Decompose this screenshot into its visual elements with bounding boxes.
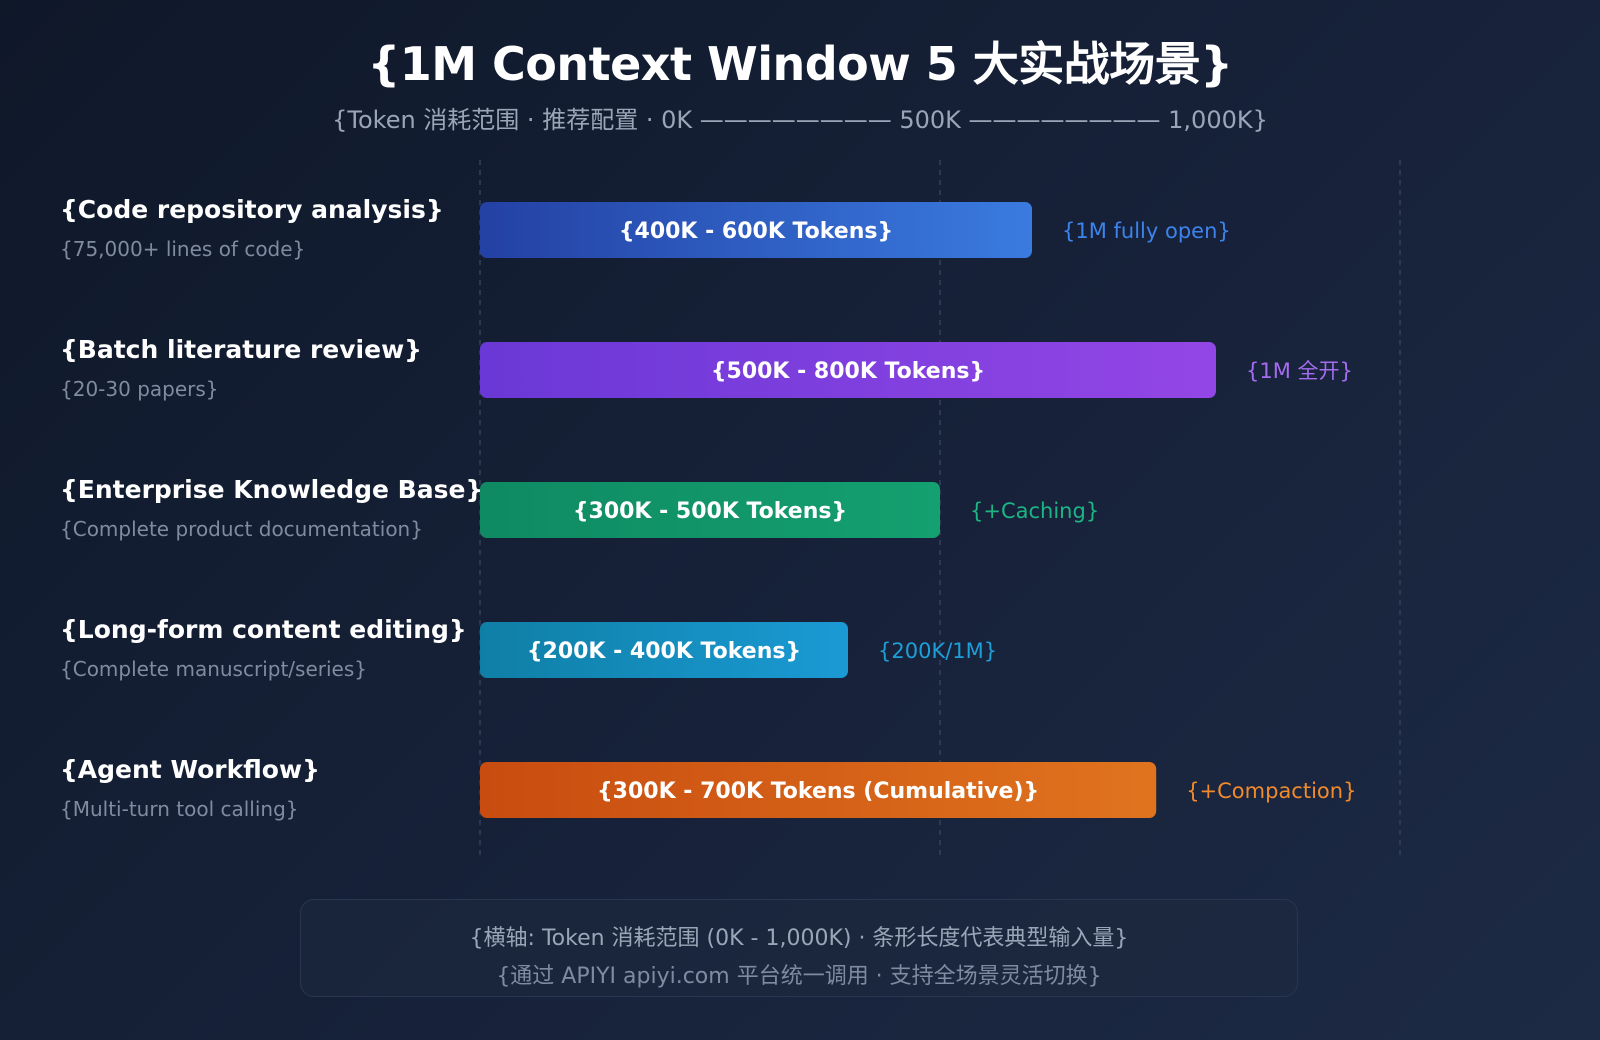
- row-subtitle: {Complete manuscript/series}: [60, 657, 367, 681]
- bar: [480, 482, 940, 538]
- bar-label: {500K - 800K Tokens}: [711, 359, 985, 384]
- bar: [480, 762, 1157, 818]
- footnote-platform-note: {通过 APIYI apiyi.com 平台统一调用 · 支持全场景灵活切换}: [496, 964, 1102, 989]
- row-subtitle: {Complete product documentation}: [60, 517, 423, 541]
- row-title: {Agent Workflow}: [60, 755, 320, 784]
- bar-label: {300K - 500K Tokens}: [573, 499, 847, 524]
- row-title: {Long-form content editing}: [60, 615, 467, 644]
- bar-label: {400K - 600K Tokens}: [619, 219, 893, 244]
- bar: [480, 622, 848, 678]
- bar: [480, 342, 1216, 398]
- row-subtitle: {20-30 papers}: [60, 377, 219, 401]
- row-subtitle: {Multi-turn tool calling}: [60, 797, 299, 821]
- bar-label: {200K - 400K Tokens}: [527, 639, 801, 664]
- bar-tag: {+Compaction}: [1186, 779, 1356, 803]
- bar-tag: {1M 全开}: [1246, 359, 1353, 383]
- row-title: {Enterprise Knowledge Base}: [60, 475, 483, 504]
- bar-chart: {Code repository analysis} {75,000+ lines…: [60, 160, 1401, 860]
- bar-label: {300K - 700K Tokens (Cumulative)}: [597, 779, 1039, 804]
- row-title: {Code repository analysis}: [60, 195, 444, 224]
- row-subtitle: {75,000+ lines of code}: [60, 237, 305, 261]
- chart-title: {1M Context Window 5 大实战场景}: [367, 37, 1233, 91]
- row-title: {Batch literature review}: [60, 335, 422, 364]
- bar: [480, 202, 1032, 258]
- bar-tag: {+Caching}: [970, 499, 1099, 523]
- bar-tag: {1M fully open}: [1062, 219, 1231, 243]
- chart-subtitle: {Token 消耗范围 · 推荐配置 · 0K ———————— 500K ——…: [332, 106, 1268, 134]
- footnote-axis-description: {横轴: Token 消耗范围 (0K - 1,000K) · 条形长度代表典型…: [469, 926, 1129, 951]
- chart-footnote: {横轴: Token 消耗范围 (0K - 1,000K) · 条形长度代表典型…: [300, 899, 1298, 997]
- bar-tag: {200K/1M}: [878, 639, 997, 663]
